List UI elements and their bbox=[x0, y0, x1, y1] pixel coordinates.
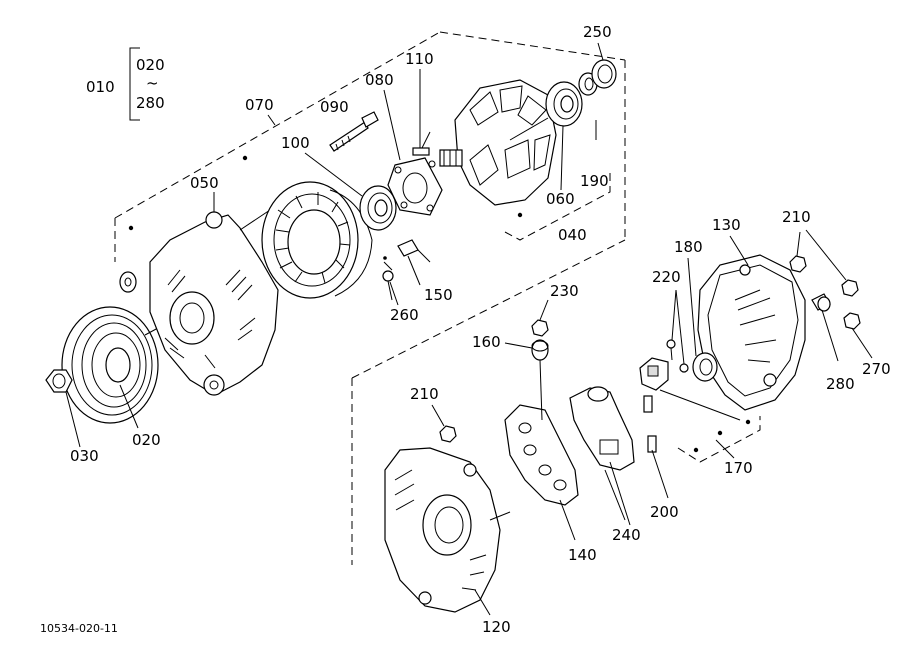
label-140: 140 bbox=[568, 546, 597, 564]
label-010: 010 bbox=[86, 78, 115, 96]
nut-030 bbox=[45, 369, 73, 393]
washer-spacer bbox=[119, 271, 137, 293]
leader-dots bbox=[128, 155, 387, 260]
rear-housing-120 bbox=[384, 447, 511, 616]
label-160: 160 bbox=[472, 333, 501, 351]
bolt-090 bbox=[329, 111, 379, 152]
label-220: 220 bbox=[652, 268, 681, 286]
screw-260 bbox=[382, 270, 394, 301]
assembly-outline-upper bbox=[114, 31, 626, 262]
nut-210-center bbox=[431, 404, 457, 443]
part-labels: 020 030 040 050 060 070 080 090 100 110 … bbox=[70, 23, 891, 636]
rear-cover-130 bbox=[697, 254, 806, 411]
label-130: 130 bbox=[712, 216, 741, 234]
bracket-label-group: 010 020 ~ 280 bbox=[86, 56, 165, 112]
bearing-060 bbox=[545, 81, 583, 127]
label-050: 050 bbox=[190, 174, 219, 192]
label-280: 280 bbox=[826, 375, 855, 393]
rectifier-140 bbox=[504, 359, 579, 541]
label-260: 260 bbox=[390, 306, 419, 324]
brush-holder-170 bbox=[639, 357, 751, 453]
nut-270 bbox=[841, 279, 861, 330]
label-020: 020 bbox=[132, 431, 161, 449]
label-range-start: 020 bbox=[136, 56, 165, 74]
label-240: 240 bbox=[612, 526, 641, 544]
label-270: 270 bbox=[862, 360, 891, 378]
label-230: 230 bbox=[550, 282, 579, 300]
label-080: 080 bbox=[365, 71, 394, 89]
label-100: 100 bbox=[281, 134, 310, 152]
cover-250 bbox=[591, 59, 617, 89]
front-housing-050 bbox=[149, 209, 279, 396]
springs-200 bbox=[643, 395, 669, 499]
plate-080 bbox=[387, 157, 443, 216]
group-040-outline bbox=[504, 168, 611, 241]
spacer-280 bbox=[811, 293, 831, 312]
label-110: 110 bbox=[405, 50, 434, 68]
insulator-160 bbox=[531, 339, 549, 361]
label-180: 180 bbox=[674, 238, 703, 256]
rotor-040 bbox=[439, 79, 557, 218]
label-120: 120 bbox=[482, 618, 511, 636]
seal-180 bbox=[692, 352, 718, 382]
label-030: 030 bbox=[70, 447, 99, 465]
drawing-code: 10534-020-11 bbox=[40, 622, 118, 635]
pulley-020 bbox=[61, 299, 211, 424]
range-bracket bbox=[129, 47, 140, 121]
label-040: 040 bbox=[558, 226, 587, 244]
label-250: 250 bbox=[583, 23, 612, 41]
bearing-100 bbox=[359, 185, 397, 231]
label-060: 060 bbox=[546, 190, 575, 208]
label-210-center: 210 bbox=[410, 385, 439, 403]
assembly-outline-lower bbox=[351, 239, 626, 565]
screw-110 bbox=[412, 131, 431, 156]
label-190: 190 bbox=[580, 172, 609, 190]
regulator-240 bbox=[569, 386, 635, 521]
label-210-right: 210 bbox=[782, 208, 811, 226]
label-070: 070 bbox=[245, 96, 274, 114]
label-range-end: 280 bbox=[136, 94, 165, 112]
label-170: 170 bbox=[724, 459, 753, 477]
connector-150 bbox=[397, 239, 431, 263]
nut-210-right bbox=[789, 229, 847, 281]
label-leader-lines bbox=[65, 42, 873, 526]
nut-230 bbox=[531, 299, 549, 337]
label-range-sep: ~ bbox=[146, 74, 159, 92]
screws-220 bbox=[666, 289, 689, 373]
label-200: 200 bbox=[650, 503, 679, 521]
label-090: 090 bbox=[320, 98, 349, 116]
stator-070 bbox=[261, 181, 393, 299]
label-150: 150 bbox=[424, 286, 453, 304]
group-170-outline bbox=[677, 416, 761, 463]
